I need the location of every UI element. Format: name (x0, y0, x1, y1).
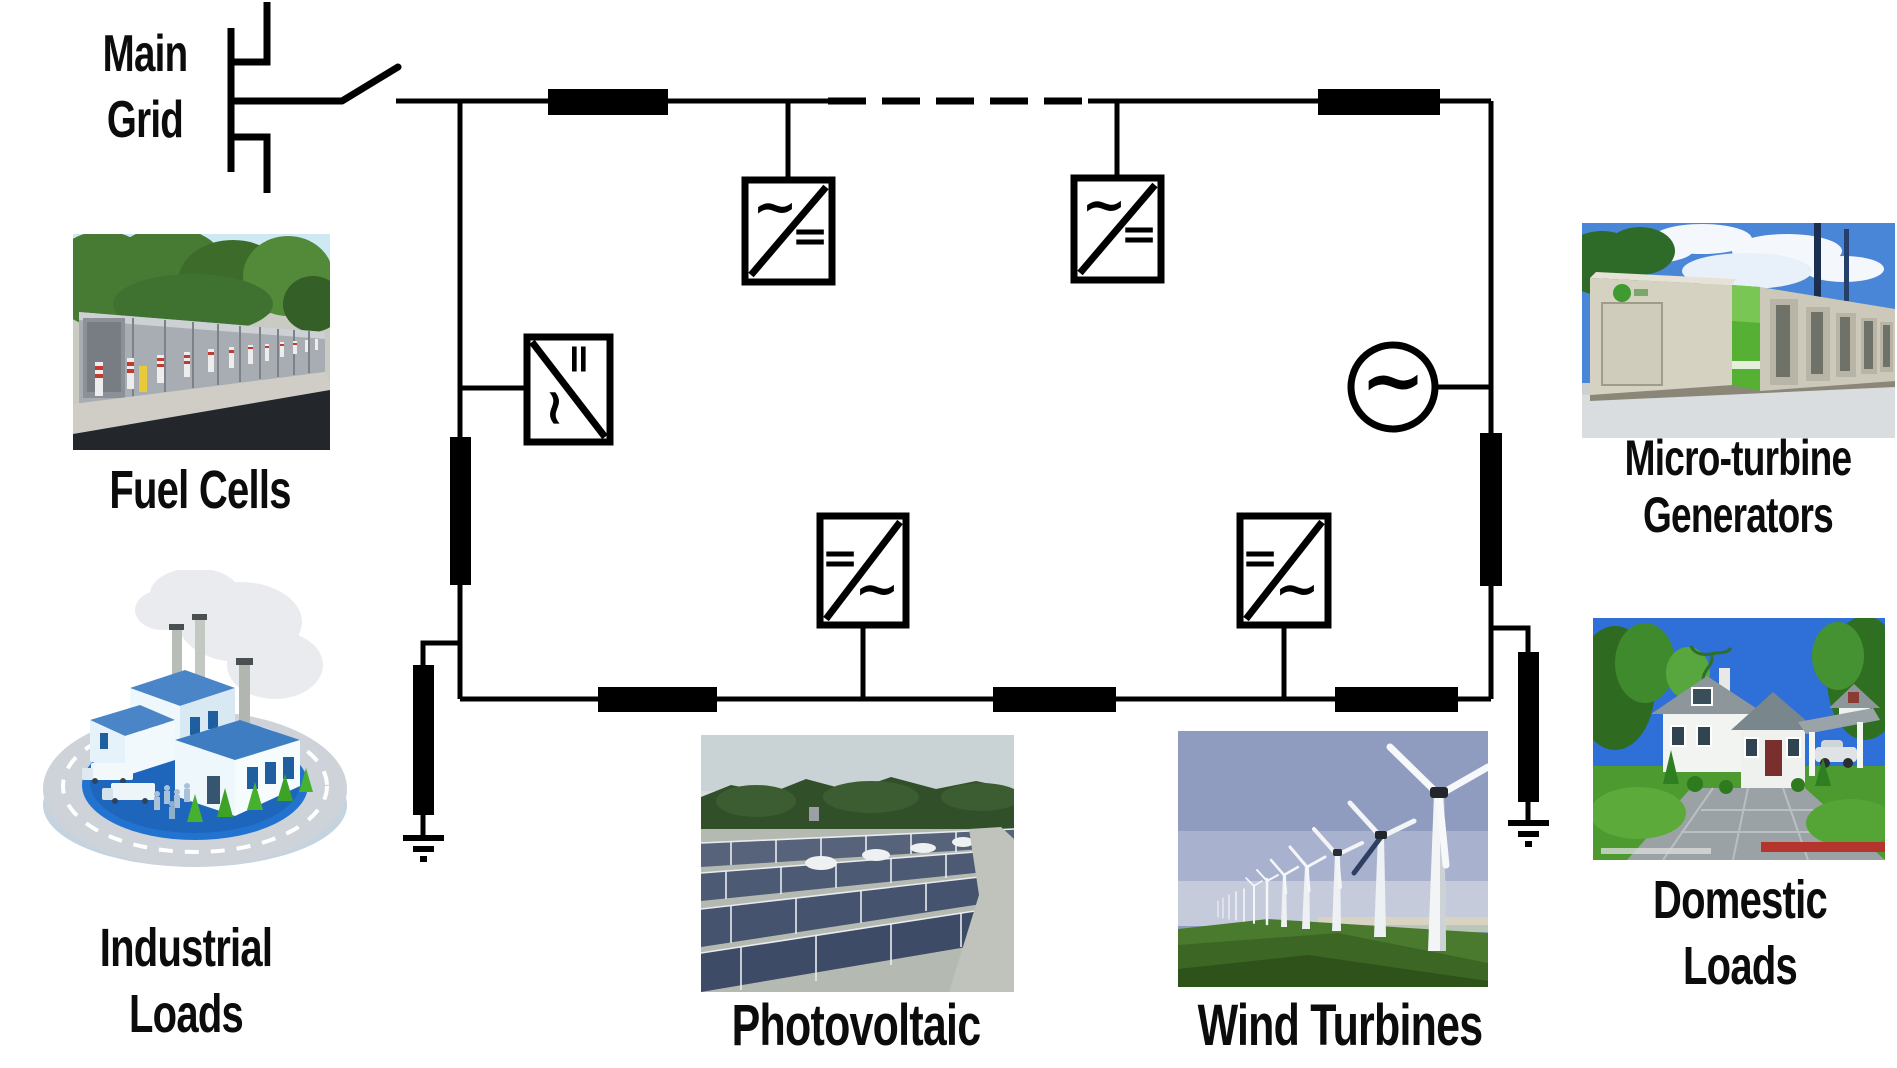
turbine (1386, 743, 1488, 951)
bottom-bus (460, 687, 1491, 712)
ac-symbol: ~ (752, 175, 797, 238)
dc-symbol: = (1121, 209, 1158, 260)
small-building (809, 807, 819, 821)
pole (1844, 229, 1849, 301)
micro-turbine-container (1590, 272, 1895, 401)
logo (1613, 284, 1631, 302)
ac-symbol: ~ (854, 557, 899, 620)
road (73, 390, 330, 450)
ground-icon (403, 835, 444, 862)
fuel-cells-label: Fuel Cells (109, 460, 291, 520)
dc-symbol: = (792, 211, 829, 262)
cabinet-doors (1770, 299, 1893, 385)
bus-impedance-block (548, 89, 668, 115)
trucks (82, 763, 155, 804)
converter-top-2 (1070, 101, 1165, 284)
right-feeder (1480, 101, 1502, 699)
turbine (1347, 800, 1417, 937)
domestic-loads-photo (1593, 618, 1885, 860)
turbine (1288, 845, 1327, 929)
smoke (135, 570, 323, 699)
fuel-cells-photo (73, 234, 330, 450)
ac-symbol: ~ (1274, 557, 1319, 620)
chimneys (169, 614, 253, 754)
bus-impedance-block (1480, 433, 1502, 586)
converter-top-1 (741, 101, 836, 286)
domestic-loads-label: Domestic Loads (1653, 870, 1828, 996)
main-grid-symbol (227, 2, 342, 193)
left-ground-branch (403, 640, 460, 862)
ac-source-symbol: ~ (1360, 336, 1425, 426)
distant-shore (1318, 917, 1488, 926)
micro-turbine-photo (1582, 223, 1895, 438)
industrial-loads-label: Industrial Loads (99, 918, 273, 1044)
bus-impedance-block (450, 437, 471, 585)
right-ground-branch (1491, 625, 1549, 847)
wind-turbines-photo (1178, 731, 1488, 987)
grid-breaker-switch-icon (338, 63, 402, 105)
walkway (949, 827, 1014, 992)
people (154, 783, 190, 819)
ground-icon (1508, 820, 1549, 847)
converter-pv (816, 512, 910, 699)
photovoltaic-panels-label: Photovoltaic Panels (731, 993, 981, 1068)
pole (1814, 223, 1821, 311)
bus-impedance-block (993, 687, 1116, 712)
wind-turbines-label: Wind Turbines (1197, 993, 1484, 1058)
trees (73, 234, 330, 334)
bus-impedance-block (1318, 89, 1440, 115)
dc-symbol: = (822, 533, 859, 584)
yellow-post (139, 366, 147, 392)
turbine (1269, 858, 1300, 927)
dc-symbol: = (1242, 533, 1279, 584)
ac-symbol: ~ (1081, 173, 1126, 236)
ac-symbol: ~ (527, 387, 585, 429)
bus-impedance-block (1335, 687, 1458, 712)
top-bus (396, 89, 1491, 115)
photo-caption-strip (1761, 842, 1885, 852)
carport-roof (1798, 708, 1880, 734)
turbine (1217, 869, 1279, 926)
industrial-loads-illustration (43, 570, 347, 867)
left-feeder (450, 101, 471, 699)
photovoltaic-panels-photo (701, 735, 1014, 992)
converter-fuel-cell (460, 333, 614, 446)
bollards (95, 339, 318, 396)
bushes (1663, 750, 1831, 794)
ac-source-icon (1347, 341, 1491, 433)
bus-impedance-block (598, 687, 717, 712)
turbine (1312, 827, 1364, 931)
dc-symbol: = (556, 342, 602, 376)
wind-turbines (1217, 743, 1488, 951)
car (1815, 740, 1857, 768)
main-grid-label: Main Grid (102, 25, 188, 149)
micro-turbine-generators-label: Micro-turbine Generators (1624, 430, 1853, 543)
house (1651, 668, 1880, 790)
trees (187, 768, 313, 822)
converter-wind (1236, 512, 1332, 699)
